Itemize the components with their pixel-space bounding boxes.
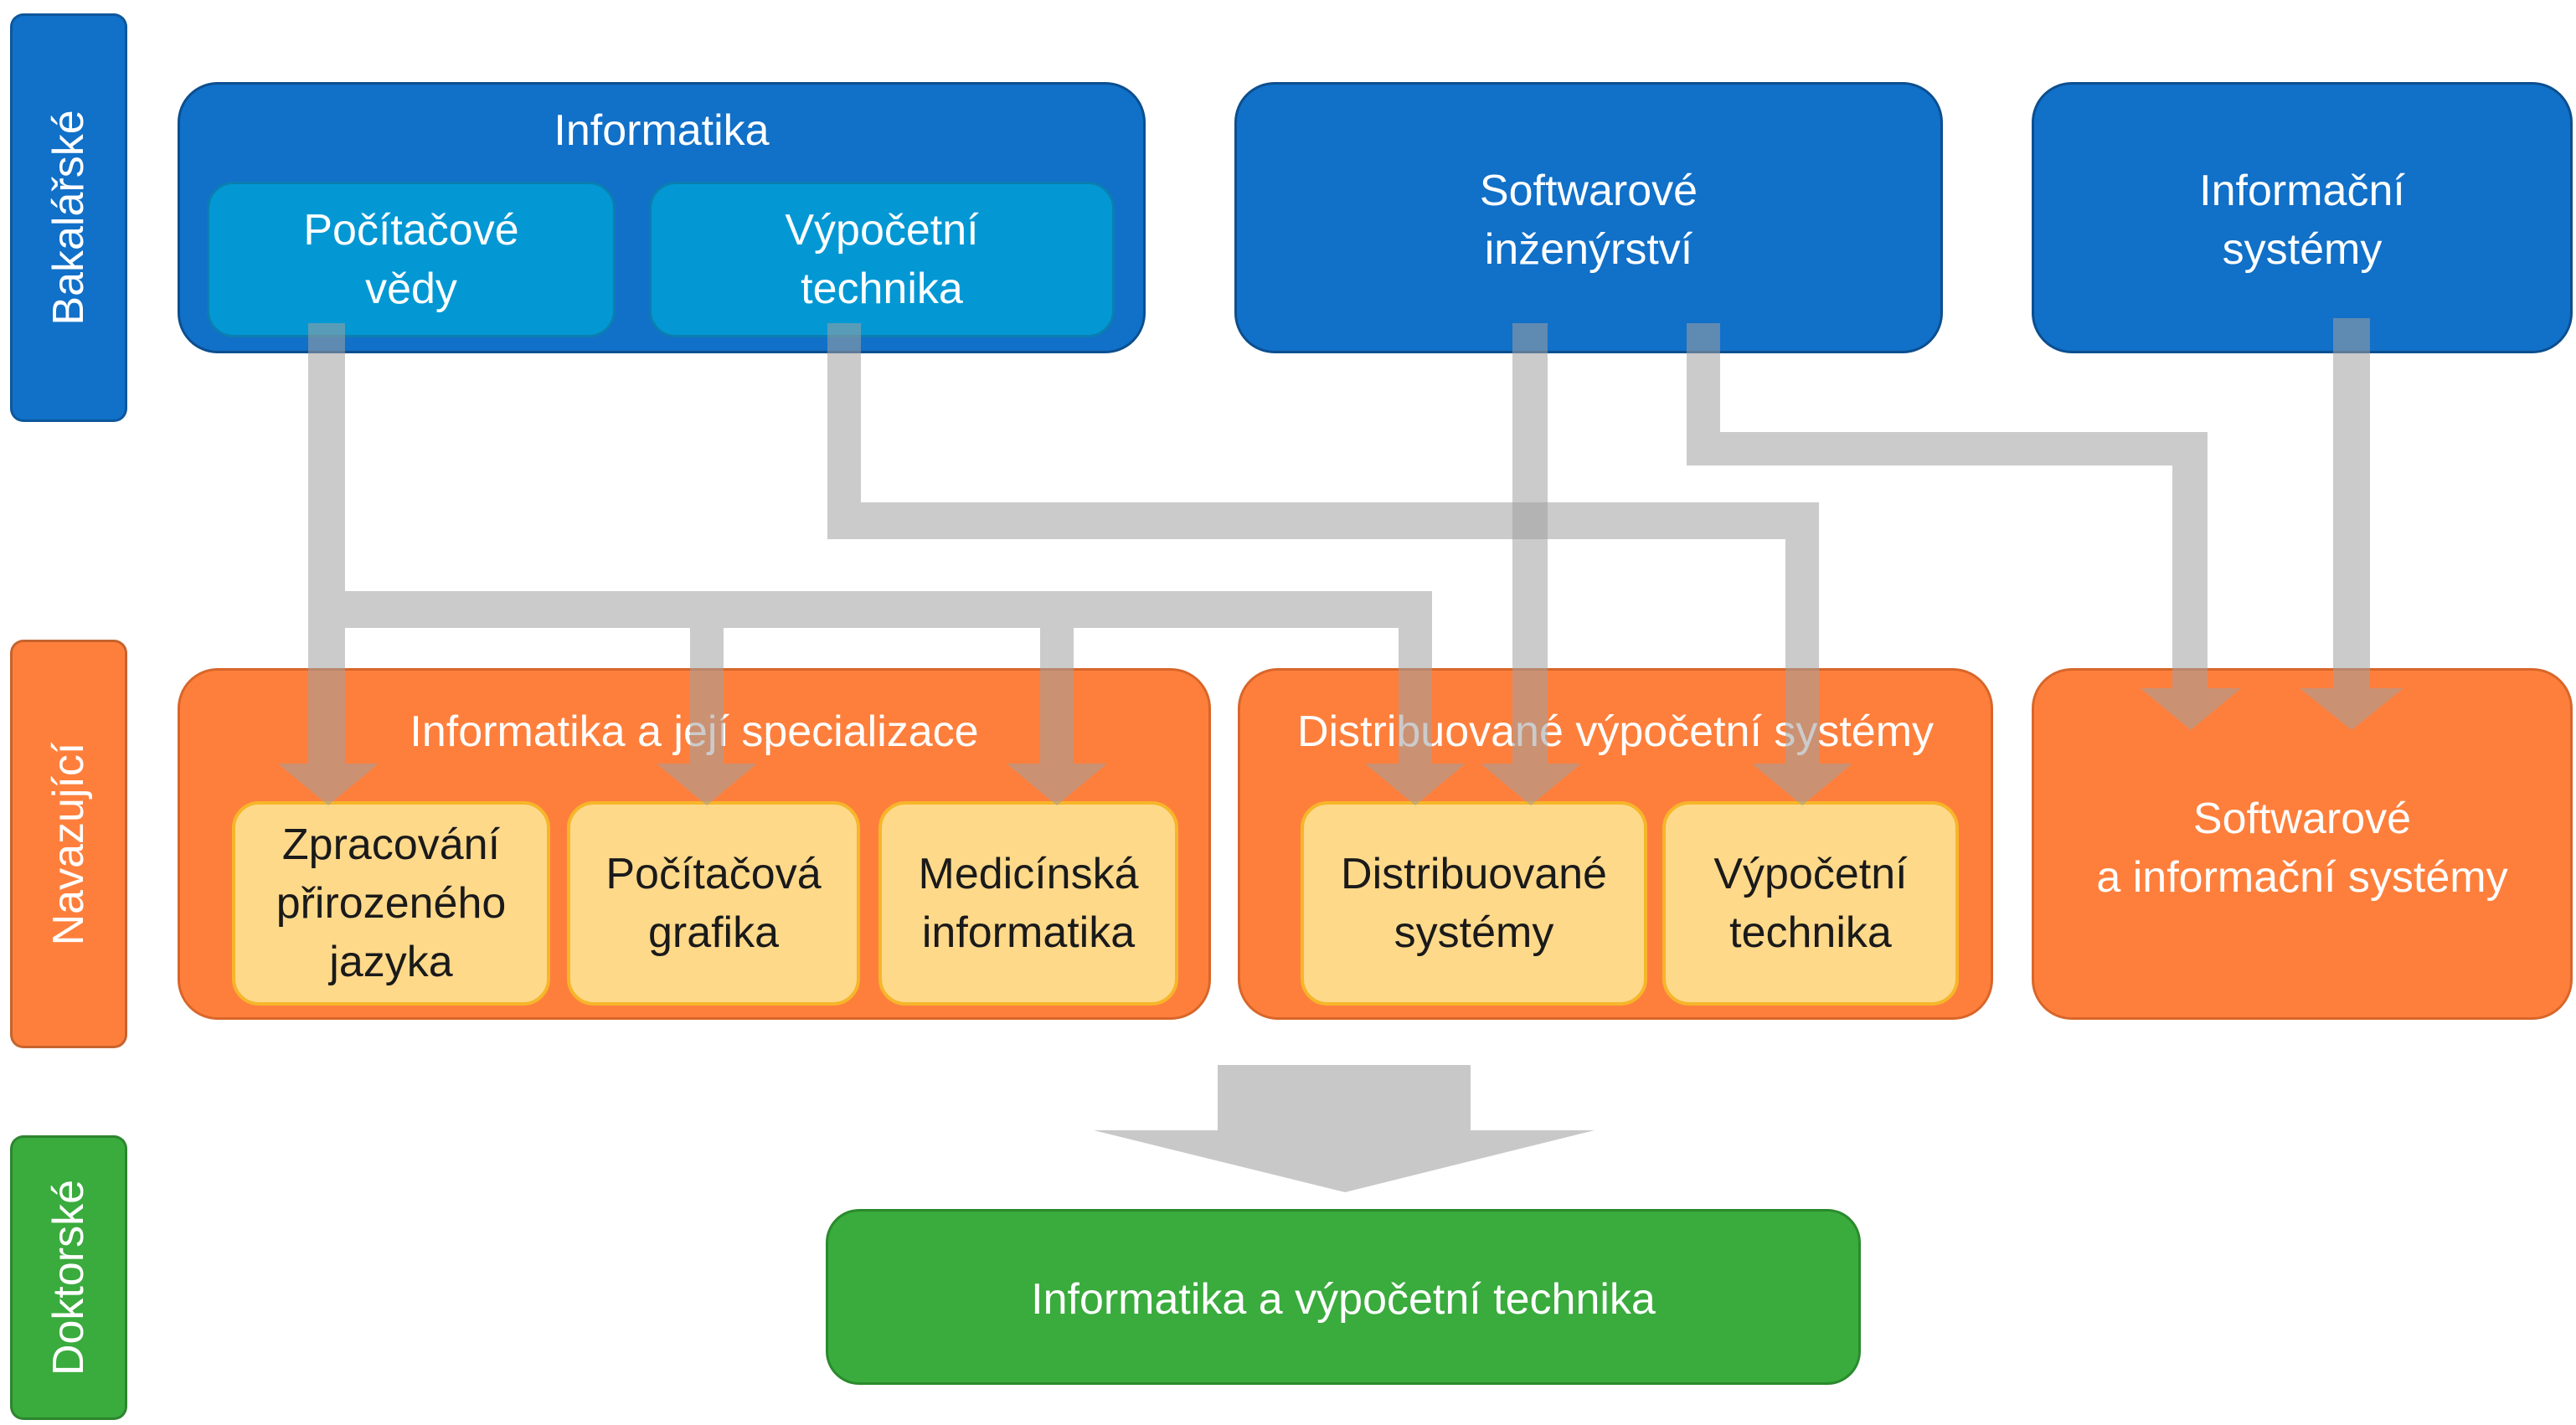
master-pocitacova-grafika: Počítačová grafika [567, 801, 860, 1006]
doctoral-program: Informatika a výpočetní technika [1031, 1275, 1656, 1324]
doctoral-program-box: Informatika a výpočetní technika [826, 1209, 1861, 1385]
level-doctoral: Doktorské [10, 1135, 127, 1420]
master-informatika-title: Informatika a její specializace [410, 707, 979, 756]
level-master: Navazující [10, 640, 127, 1048]
master-medicinska-informatika: Medicínská informatika [878, 801, 1178, 1006]
bachelor-vypocetni-technika: Výpočetní technika [649, 182, 1115, 337]
master-informatika-box: Informatika a její specializace Zpracová… [178, 668, 1211, 1020]
bachelor-softwarove-inzenyrstvi: Softwarové inženýrství [1479, 167, 1698, 274]
bachelor-informatika-box: Informatika Počítačové vědy Výpočetní te… [178, 82, 1146, 353]
master-distribuovane-title: Distribuované výpočetní systémy [1296, 707, 1935, 756]
level-master-label: Navazující [44, 742, 93, 946]
bachelor-informacni-systemy: Informační systémy [2199, 167, 2405, 274]
master-vypocetni-technika: Výpočetní technika [1662, 801, 1959, 1006]
master-distribuovane-systemy: Distribuované systémy [1301, 801, 1647, 1006]
master-zpracovani-jazyka: Zpracování přirozeného jazyka [232, 801, 550, 1006]
level-doctoral-label: Doktorské [44, 1179, 93, 1376]
master-softwarove-informacni-systemy: Softwarové a informační systémy [2096, 795, 2508, 902]
arrow-to-doctoral [1094, 1065, 1595, 1192]
bachelor-informacni-systemy-box: Informační systémy [2032, 82, 2573, 353]
bachelor-pocitacove-vedy: Počítačové vědy [207, 182, 616, 337]
bachelor-softwarove-inzenyrstvi-box: Softwarové inženýrství [1234, 82, 1943, 353]
level-bachelor-label: Bakalářské [44, 110, 93, 326]
master-softwarove-informacni-box: Softwarové a informační systémy [2032, 668, 2573, 1020]
bachelor-informatika-title: Informatika [554, 106, 770, 155]
level-bachelor: Bakalářské [10, 13, 127, 422]
master-distribuovane-box: Distribuované výpočetní systémy Distribu… [1238, 668, 1993, 1020]
